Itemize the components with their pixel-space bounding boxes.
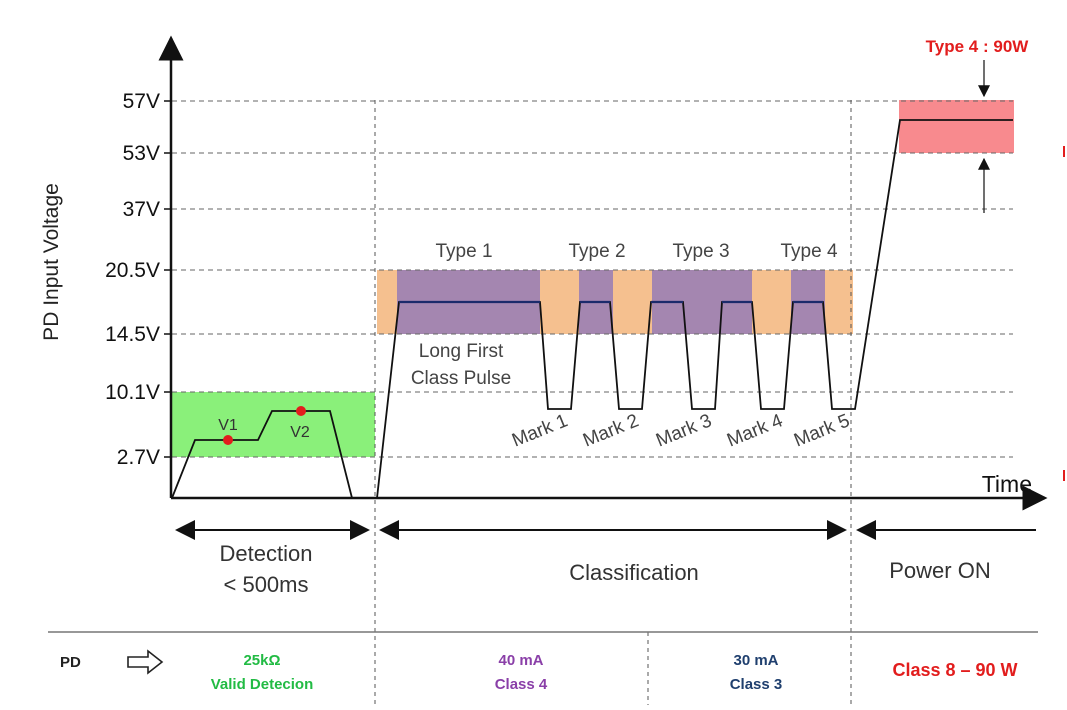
power-type-label: Type 4 : 90W bbox=[926, 37, 1030, 56]
type4-label: Type 4 bbox=[780, 241, 837, 262]
y-axis-label: PD Input Voltage bbox=[40, 183, 63, 341]
class4-result-line1: 40 mA bbox=[498, 652, 543, 669]
type3-label: Type 3 bbox=[672, 241, 729, 262]
y-tick-label: 57V bbox=[123, 90, 160, 113]
detection-time-label: < 500ms bbox=[224, 572, 309, 597]
mark3-label: Mark 3 bbox=[653, 410, 715, 451]
detection-result-line2: Valid Detecion bbox=[211, 676, 314, 693]
type1-label: Type 1 bbox=[435, 241, 492, 262]
y-tick-label: 37V bbox=[123, 198, 160, 221]
y-tick-label: 10.1V bbox=[105, 381, 160, 404]
mark5-label: Mark 5 bbox=[791, 410, 853, 451]
v1-point bbox=[223, 435, 233, 445]
detection-result-line1: 25kΩ bbox=[243, 652, 280, 669]
y-tick-label: 14.5V bbox=[105, 323, 160, 346]
classification-phase-label: Classification bbox=[569, 560, 699, 585]
y-tick-label: 53V bbox=[123, 142, 160, 165]
x-axis-label: Time bbox=[982, 471, 1032, 497]
v2-point bbox=[296, 406, 306, 416]
v2-label: V2 bbox=[290, 424, 310, 441]
y-tick-label: 20.5V bbox=[105, 259, 160, 282]
mark1-label: Mark 1 bbox=[509, 410, 571, 451]
class4-result-line2: Class 4 bbox=[495, 676, 548, 693]
mark4-label: Mark 4 bbox=[724, 410, 786, 451]
y-tick-label: 2.7V bbox=[117, 446, 160, 469]
power-zone bbox=[899, 100, 1014, 153]
mark2-label: Mark 2 bbox=[580, 410, 642, 451]
class3-result-line1: 30 mA bbox=[733, 652, 778, 669]
detection-waveform bbox=[171, 410, 353, 499]
v1-label: V1 bbox=[218, 417, 238, 434]
detection-zone bbox=[172, 392, 375, 457]
right-arrow-icon bbox=[127, 649, 164, 675]
detection-phase-label: Detection bbox=[220, 541, 313, 566]
power-result: Class 8 – 90 W bbox=[892, 660, 1017, 680]
class3-result-line2: Class 3 bbox=[730, 676, 783, 693]
power-on-phase-label: Power ON bbox=[889, 558, 990, 583]
pd-label: PD bbox=[60, 654, 81, 671]
long-first-pulse-label: Long First bbox=[419, 341, 504, 362]
type2-label: Type 2 bbox=[568, 241, 625, 262]
classification-waveform bbox=[376, 119, 1013, 499]
long-first-pulse-label: Class Pulse bbox=[411, 368, 511, 389]
